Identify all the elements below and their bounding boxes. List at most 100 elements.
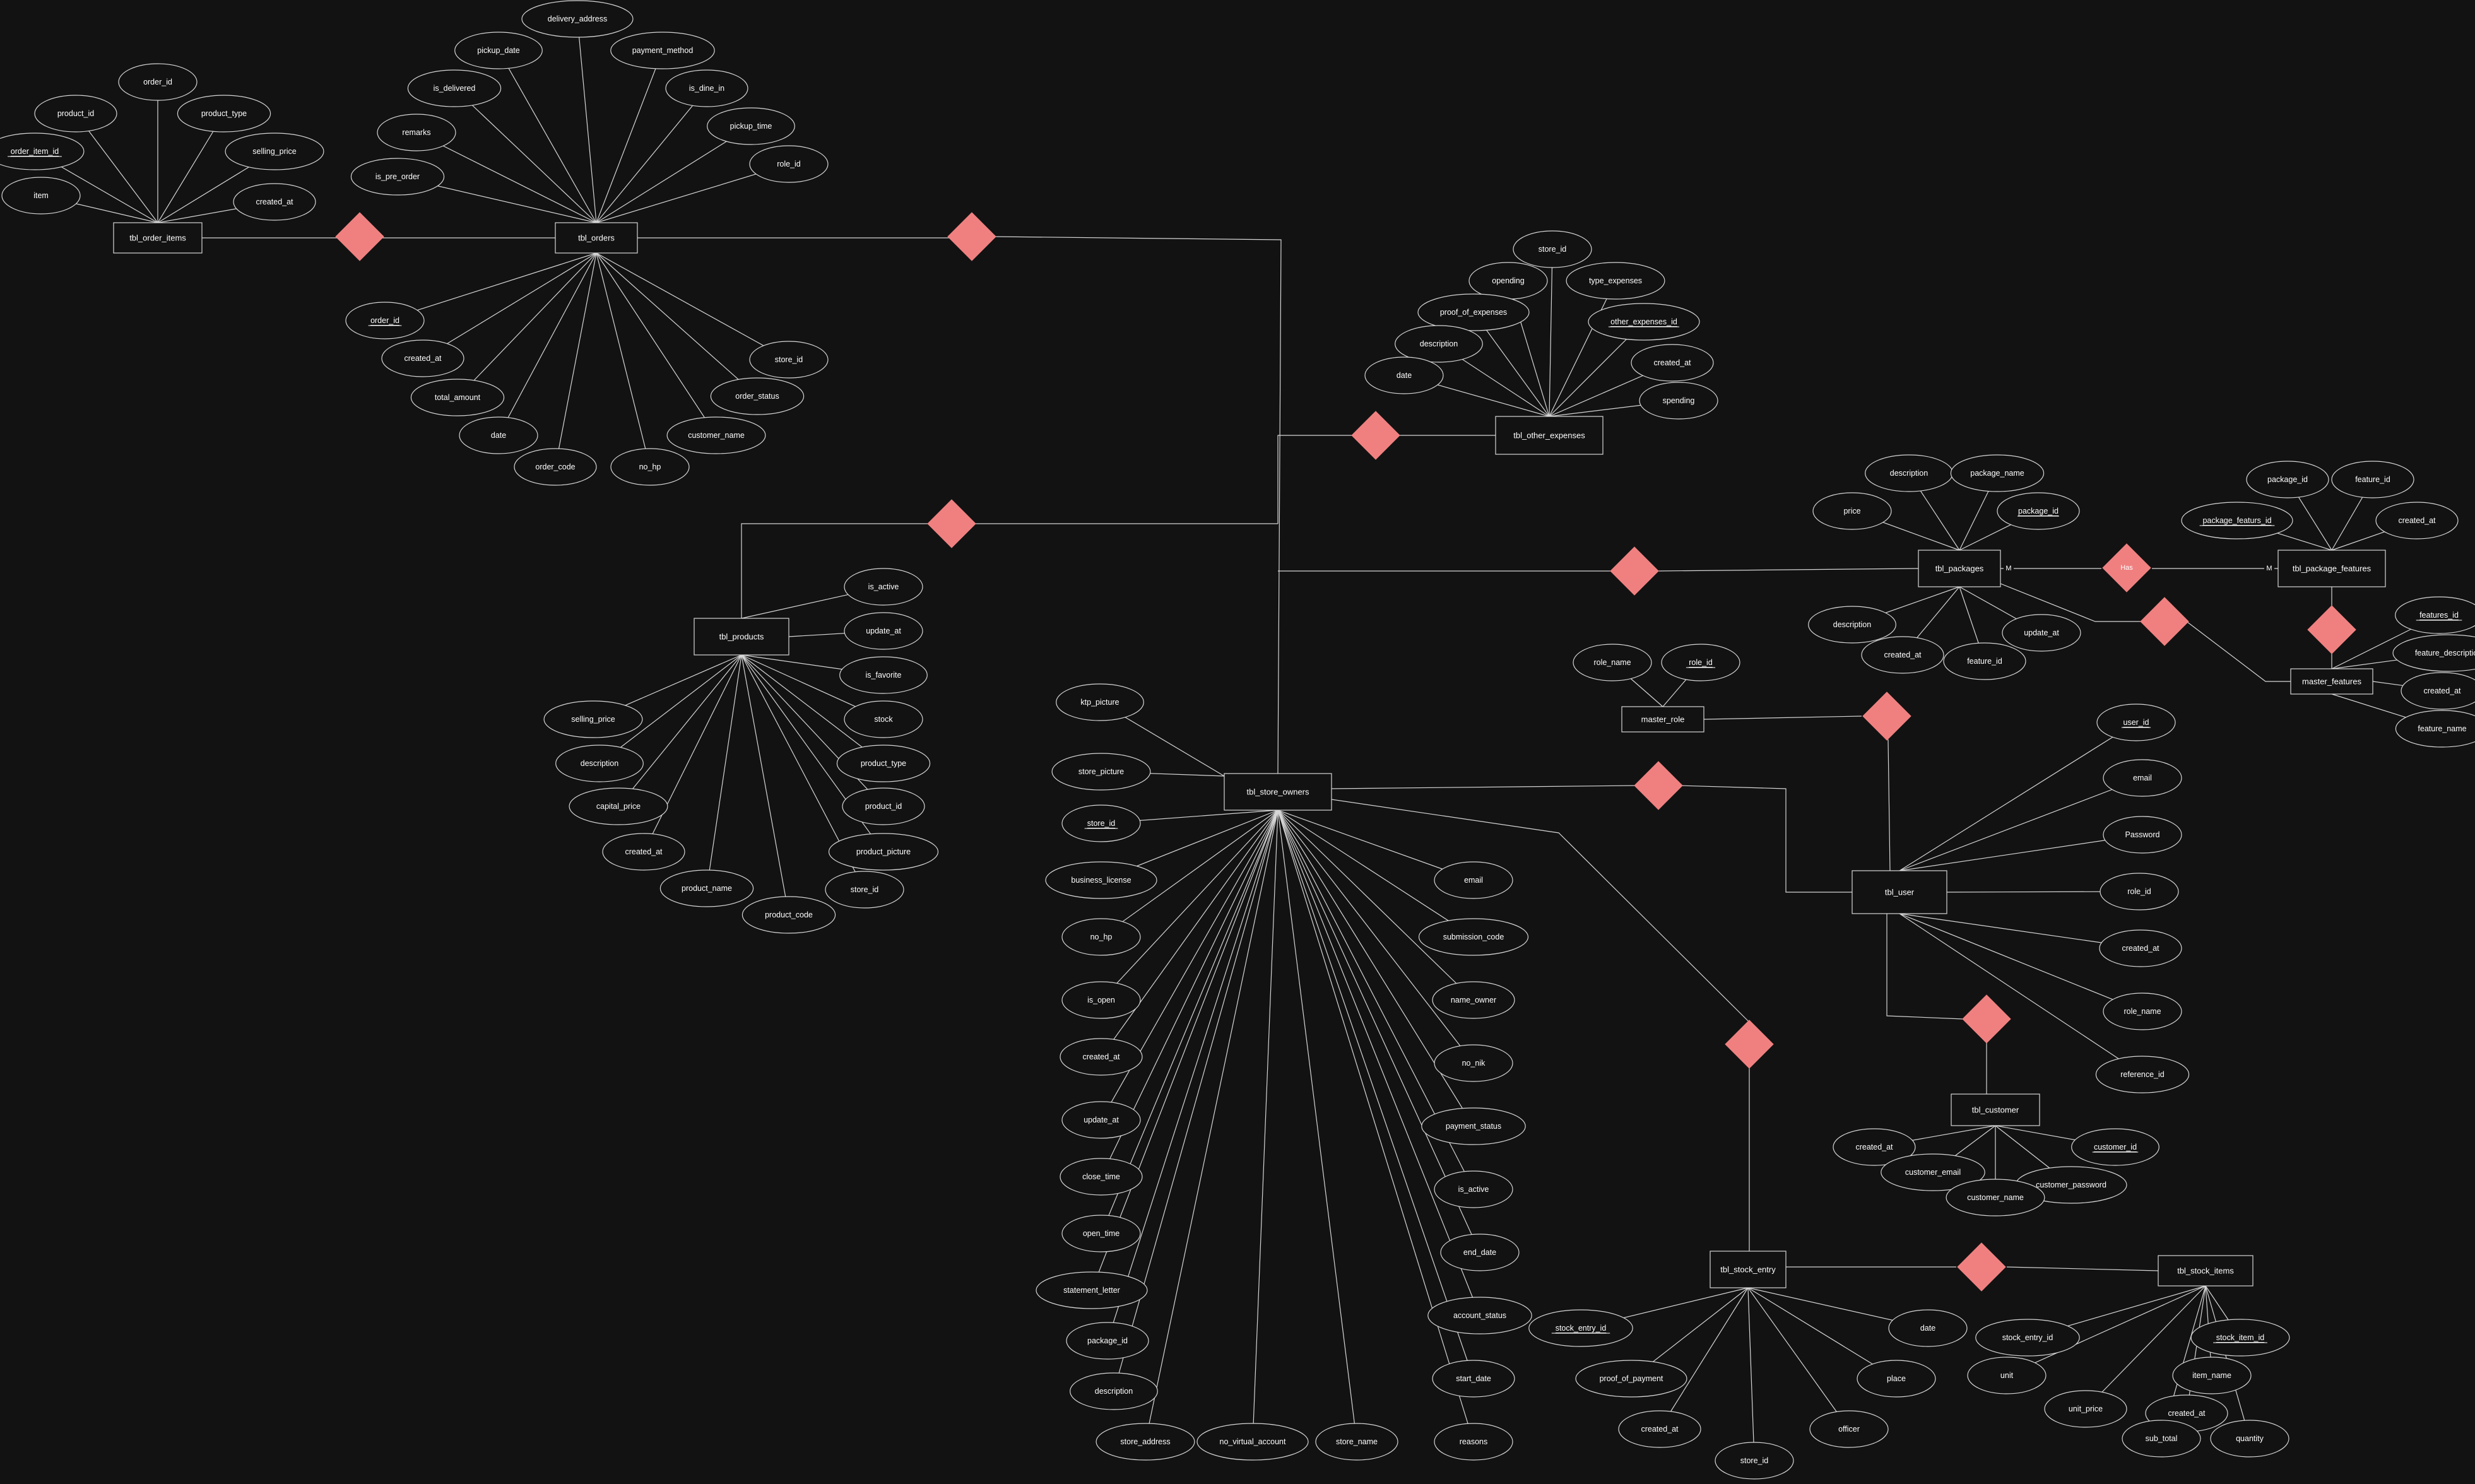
attribute-no-hp[interactable]: no_hp xyxy=(1061,918,1141,956)
entity-tbl-orders[interactable]: tbl_orders xyxy=(555,222,638,254)
attribute-feature-name[interactable]: feature_name xyxy=(2395,710,2475,748)
relationship-packages-master-features[interactable] xyxy=(2140,597,2189,646)
attribute-package-id[interactable]: package_id xyxy=(1066,1322,1149,1360)
attribute-order-id[interactable]: order_id xyxy=(118,63,198,101)
attribute-end-date[interactable]: end_date xyxy=(1440,1234,1520,1271)
attribute-proof-of-payment[interactable]: proof_of_payment xyxy=(1575,1360,1687,1398)
attribute-total-amount[interactable]: total_amount xyxy=(410,379,505,416)
attribute-close-time[interactable]: close_time xyxy=(1060,1158,1143,1196)
entity-master-features[interactable]: master_features xyxy=(2290,668,2373,695)
attribute-officer[interactable]: officer xyxy=(1809,1410,1889,1448)
attribute-name-owner[interactable]: name_owner xyxy=(1432,981,1515,1019)
attribute-description[interactable]: description xyxy=(555,745,644,782)
entity-tbl-products[interactable]: tbl_products xyxy=(694,618,789,656)
attribute-stock-item-id[interactable]: stock_item_id xyxy=(2190,1319,2290,1357)
attribute-created-at[interactable]: created_at xyxy=(1833,1128,1916,1166)
attribute-spending[interactable]: spending xyxy=(1639,382,1718,420)
attribute-package-id[interactable]: package_id xyxy=(2246,461,2329,498)
attribute-is-favorite[interactable]: is_favorite xyxy=(839,656,928,694)
attribute-description[interactable]: description xyxy=(1808,606,1896,644)
attribute-user-id[interactable]: user_id xyxy=(2096,704,2176,741)
attribute-created-at[interactable]: created_at xyxy=(2375,502,2459,539)
attribute-description[interactable]: description xyxy=(1395,325,1483,363)
attribute-product-code[interactable]: product_code xyxy=(741,896,836,934)
attribute-submission-code[interactable]: submission_code xyxy=(1418,918,1529,956)
attribute-store-id[interactable]: store_id xyxy=(749,341,829,379)
attribute-opending[interactable]: opending xyxy=(1468,262,1548,300)
entity-tbl-packages[interactable]: tbl_packages xyxy=(1918,550,2001,587)
attribute-features-id[interactable]: features_id xyxy=(2395,596,2475,634)
attribute-store-id[interactable]: store_id xyxy=(825,871,904,909)
attribute-created-at[interactable]: created_at xyxy=(2099,929,2182,967)
relationship-packages-package-features[interactable]: Has xyxy=(2102,543,2151,592)
attribute-stock[interactable]: stock xyxy=(844,700,923,738)
attribute-package-name[interactable]: package_name xyxy=(1950,454,2045,492)
attribute-unit-price[interactable]: unit_price xyxy=(2044,1390,2127,1428)
relationship-other-expenses-store-owners[interactable] xyxy=(1351,411,1400,460)
attribute-item[interactable]: item xyxy=(1,177,81,215)
attribute-update-at[interactable]: update_at xyxy=(2002,614,2081,652)
attribute-reference-id[interactable]: reference_id xyxy=(2095,1056,2190,1093)
entity-tbl-stock-entry[interactable]: tbl_stock_entry xyxy=(1710,1251,1787,1288)
attribute-package-id[interactable]: package_id xyxy=(1997,492,2080,530)
attribute-price[interactable]: price xyxy=(1812,492,1892,530)
attribute-type-expenses[interactable]: type_expenses xyxy=(1566,262,1665,300)
attribute-date[interactable]: date xyxy=(1888,1309,1968,1347)
attribute-feature-description[interactable]: feature_description xyxy=(2392,634,2475,672)
relationship-packages-store-owners[interactable] xyxy=(1610,546,1659,596)
attribute-quantity[interactable]: quantity xyxy=(2210,1420,2289,1458)
attribute-email[interactable]: email xyxy=(2103,759,2182,797)
attribute-product-picture[interactable]: product_picture xyxy=(828,833,939,871)
attribute-account-status[interactable]: account_status xyxy=(1427,1297,1532,1334)
attribute-store-picture[interactable]: store_picture xyxy=(1051,753,1151,791)
attribute-created-at[interactable]: created_at xyxy=(1618,1410,1701,1448)
relationship-store-owners-user[interactable] xyxy=(1634,761,1683,810)
attribute-date[interactable]: date xyxy=(459,416,538,454)
attribute-ktp-picture[interactable]: ktp_picture xyxy=(1056,683,1144,721)
attribute-store-address[interactable]: store_address xyxy=(1096,1423,1195,1461)
attribute-role-name[interactable]: role_name xyxy=(1573,644,1652,681)
attribute-customer-name[interactable]: customer_name xyxy=(666,416,766,454)
entity-tbl-other-expenses[interactable]: tbl_other_expenses xyxy=(1495,416,1604,455)
attribute-created-at[interactable]: created_at xyxy=(233,183,316,221)
attribute-selling-price[interactable]: selling_price xyxy=(543,700,643,738)
entity-tbl-store-owners[interactable]: tbl_store_owners xyxy=(1224,773,1332,811)
attribute-pickup-date[interactable]: pickup_date xyxy=(454,32,543,69)
relationship-user-customer[interactable] xyxy=(1962,994,2011,1044)
entity-tbl-package-features[interactable]: tbl_package_features xyxy=(2277,550,2386,587)
relationship-master-role-user[interactable] xyxy=(1862,692,1911,741)
attribute-store-id[interactable]: store_id xyxy=(1715,1442,1794,1480)
attribute-description[interactable]: description xyxy=(1070,1372,1158,1410)
attribute-role-id[interactable]: role_id xyxy=(1661,644,1740,681)
entity-master-role[interactable]: master_role xyxy=(1621,706,1704,733)
attribute-created-at[interactable]: created_at xyxy=(381,339,464,377)
attribute-proof-of-expenses[interactable]: proof_of_expenses xyxy=(1417,293,1530,331)
attribute-is-active[interactable]: is_active xyxy=(1434,1170,1513,1208)
attribute-product-name[interactable]: product_name xyxy=(659,869,754,907)
attribute-store-id[interactable]: store_id xyxy=(1061,804,1141,842)
attribute-is-open[interactable]: is_open xyxy=(1061,981,1141,1019)
attribute-created-at[interactable]: created_at xyxy=(1060,1038,1143,1076)
attribute-is-delivered[interactable]: is_delivered xyxy=(407,69,502,107)
attribute-role-id[interactable]: role_id xyxy=(2100,873,2179,910)
attribute-store-id[interactable]: store_id xyxy=(1513,230,1592,268)
attribute-date[interactable]: date xyxy=(1364,356,1444,394)
attribute-order-status[interactable]: order_status xyxy=(710,377,805,415)
attribute-created-at[interactable]: created_at xyxy=(1631,344,1714,382)
relationship-store-owners-stock-entry[interactable] xyxy=(1725,1020,1774,1069)
attribute-package-featurs-id[interactable]: package_featurs_id xyxy=(2181,502,2293,539)
attribute-created-at[interactable]: created_at xyxy=(602,833,685,871)
attribute-stock-entry-id[interactable]: stock_entry_id xyxy=(1975,1319,2080,1357)
attribute-payment-method[interactable]: payment_method xyxy=(610,32,715,69)
attribute-email[interactable]: email xyxy=(1434,861,1513,899)
attribute-stock-entry-id[interactable]: stock_entry_id xyxy=(1528,1309,1633,1347)
attribute-statement-letter[interactable]: statement_letter xyxy=(1036,1271,1148,1309)
attribute-reasons[interactable]: reasons xyxy=(1434,1423,1513,1461)
attribute-selling-price[interactable]: selling_price xyxy=(225,132,324,170)
attribute-customer-name[interactable]: customer_name xyxy=(1946,1179,2045,1216)
entity-tbl-order-items[interactable]: tbl_order_items xyxy=(113,222,203,254)
attribute-created-at[interactable]: created_at xyxy=(1861,636,1944,674)
attribute-order-code[interactable]: order_code xyxy=(514,448,597,486)
attribute-store-name[interactable]: store_name xyxy=(1315,1423,1398,1461)
attribute-feature-id[interactable]: feature_id xyxy=(1943,642,2026,680)
